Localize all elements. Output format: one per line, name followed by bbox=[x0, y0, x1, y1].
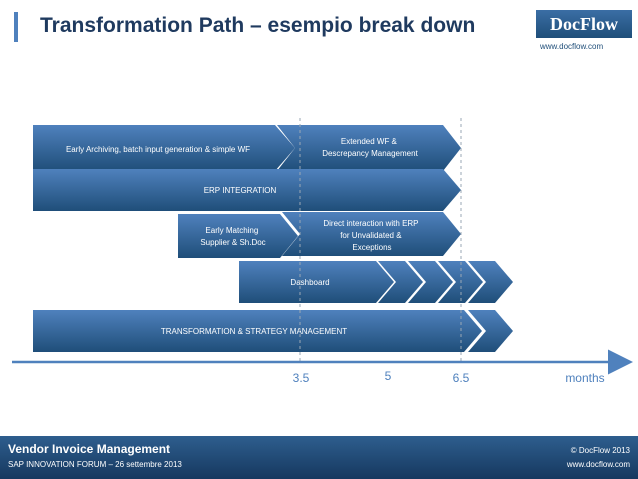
docflow-logo: DocFlow bbox=[536, 10, 632, 38]
dashboard-chevron-2 bbox=[408, 261, 453, 303]
erp-integration-label: ERP INTEGRATION bbox=[204, 186, 277, 195]
transformation-label: TRANSFORMATION & STRATEGY MANAGEMENT bbox=[161, 327, 347, 336]
early-matching-label-line2: Supplier & Sh.Doc bbox=[200, 238, 265, 247]
dashboard-bar bbox=[239, 261, 394, 303]
axis-tick-3-5: 3.5 bbox=[293, 371, 310, 385]
transformation-bar bbox=[33, 310, 482, 352]
early-archiving-label: Early Archiving, batch input generation … bbox=[66, 145, 250, 154]
early-matching-label-line1: Early Matching bbox=[205, 226, 258, 235]
axis-tick-5: 5 bbox=[385, 369, 392, 383]
direct-interaction-label: Direct interaction with ERP for Unvalida… bbox=[323, 219, 420, 252]
direct-interaction-bar bbox=[282, 212, 461, 256]
dashboard-chevron-1 bbox=[378, 261, 423, 303]
extended-wf-label-line1: Extended WF & bbox=[341, 137, 398, 146]
transformation-path-diagram: Early Archiving, batch input generation … bbox=[12, 118, 633, 385]
dashboard-label: Dashboard bbox=[290, 278, 329, 287]
early-matching-label: Early Matching Supplier & Sh.Doc bbox=[200, 226, 265, 247]
footer-title: Vendor Invoice Management bbox=[8, 442, 171, 456]
direct-interaction-label-line1: Direct interaction with ERP bbox=[323, 219, 418, 228]
dashboard-chevron-4 bbox=[468, 261, 513, 303]
axis-tick-6-5: 6.5 bbox=[453, 371, 470, 385]
early-matching-bar bbox=[178, 214, 298, 258]
early-archiving-bar bbox=[33, 125, 295, 171]
extended-wf-bar bbox=[277, 125, 461, 171]
page-title: Transformation Path – esempio break down bbox=[40, 14, 476, 37]
direct-interaction-label-line3: Exceptions bbox=[352, 243, 391, 252]
logo-url: www.docflow.com bbox=[540, 42, 604, 51]
extended-wf-label-line2: Descrepancy Management bbox=[322, 149, 418, 158]
title-accent-rule bbox=[14, 12, 18, 42]
extended-wf-label: Extended WF & Descrepancy Management bbox=[322, 137, 418, 158]
direct-interaction-label-line2: for Unvalidated & bbox=[340, 231, 402, 240]
footer-copyright: © DocFlow 2013 bbox=[570, 446, 630, 455]
axis-unit-label: months bbox=[565, 371, 604, 385]
footer-bar: Vendor Invoice Management SAP INNOVATION… bbox=[0, 436, 638, 479]
transformation-chevron bbox=[468, 310, 513, 352]
footer-url: www.docflow.com bbox=[566, 460, 630, 469]
erp-integration-bar bbox=[33, 169, 461, 211]
footer-subtitle: SAP INNOVATION FORUM – 26 settembre 2013 bbox=[8, 460, 182, 469]
